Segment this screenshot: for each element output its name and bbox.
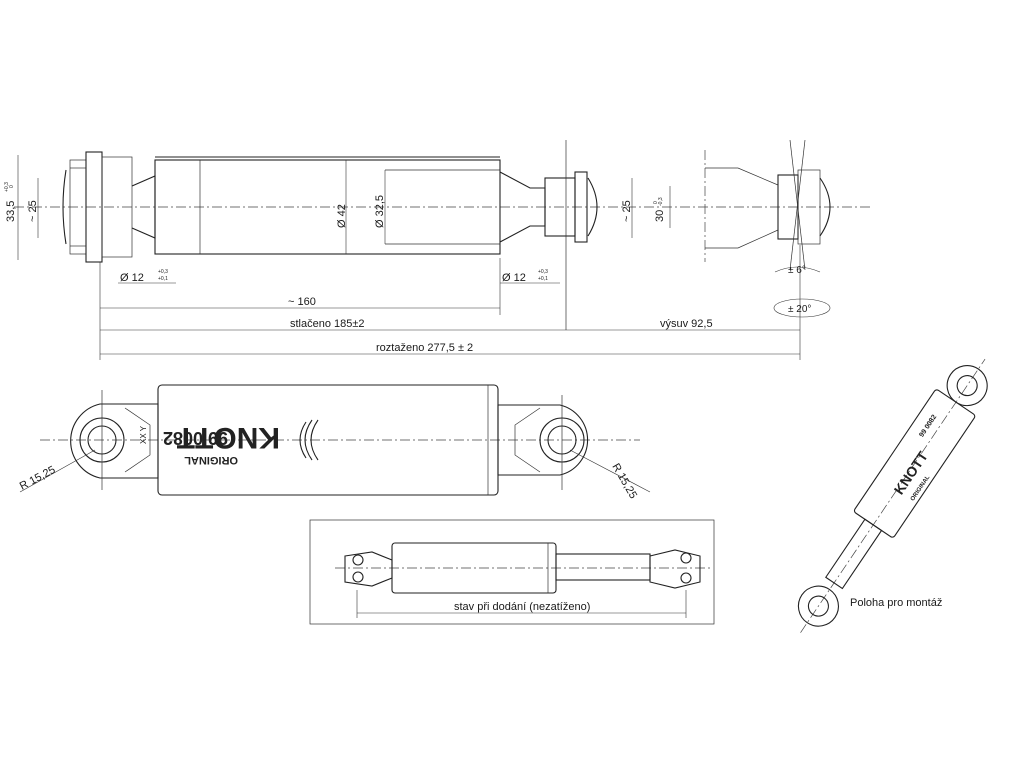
angle-small: ± 6° <box>788 265 806 276</box>
damper-body <box>154 159 501 255</box>
swivel-body <box>705 167 779 249</box>
right-ball-joint <box>587 177 598 237</box>
angle-large-arc <box>773 298 831 318</box>
delivery-right-eye <box>649 549 701 589</box>
left-ball-joint <box>62 169 67 245</box>
mounting-caption: Poloha pro montáž <box>850 597 942 609</box>
dim-bore-right-tol-upper: +0,3 <box>538 269 548 275</box>
mounting-part-number: 99 0082 <box>918 414 938 439</box>
radius-left: R 15,25 <box>18 464 58 493</box>
delivery-caption: stav při dodání (nezatíženo) <box>454 601 590 613</box>
dim-extended: roztaženo 277,5 ± 2 <box>376 342 473 354</box>
dim-bore-left-tol-lower: +0,1 <box>158 276 168 282</box>
dim-compressed: stlačeno 185±2 <box>290 318 365 330</box>
top-brand-name: KNOTT <box>177 421 280 454</box>
dim-left-height: 33,5 <box>5 201 17 222</box>
mounting-right-eye <box>946 365 988 407</box>
mounting-brand-name: KNOTT <box>891 448 931 497</box>
right-eye-flange <box>574 171 588 243</box>
dim-bore-left-tol-upper: +0,3 <box>158 269 168 275</box>
delivery-right-bore <box>680 552 692 564</box>
radius-right-leader <box>569 449 651 493</box>
dim-left-height-tol-upper: +0,3 <box>4 182 10 192</box>
left-eye-wedge <box>124 407 151 473</box>
delivery-left-bore-2 <box>352 571 364 583</box>
top-brand-subtitle: ORIGINAL <box>184 454 238 466</box>
mounting-right-bore <box>956 375 978 397</box>
dim-approx-length: ~ 160 <box>288 296 316 308</box>
top-part-number: 99 0082 <box>163 428 228 448</box>
dim-travel: výsuv 92,5 <box>660 318 713 330</box>
side-view: 33,5 +0,3 0 ~ 25 Ø 42 Ø 32,5 ~ 25 30 0 -… <box>4 139 870 360</box>
dim-bore-left: Ø 12 <box>120 272 144 284</box>
dim-right-inner: ~ 25 <box>621 200 633 222</box>
dim-left-inner: ~ 25 <box>27 200 39 222</box>
knott-logo-icon <box>299 419 319 461</box>
delivery-frame <box>309 519 715 625</box>
dim-bore-right-tol-lower: +0,1 <box>538 276 548 282</box>
top-view: XX Y R 15,25 R 15,25 KNOTT ORIGINAL 99 0… <box>18 384 651 501</box>
mounting-center-line <box>800 358 986 633</box>
dim-left-height-tol-lower: 0 <box>9 185 15 188</box>
delivery-view: stav při dodání (nezatíženo) <box>309 519 715 625</box>
delivery-right-bore-2 <box>680 572 692 584</box>
mounting-view: KNOTT ORIGINAL 99 0082 Poloha pro montáž <box>797 358 988 633</box>
delivery-rod <box>555 553 651 581</box>
left-eye-neck <box>101 156 133 258</box>
delivery-left-eye <box>344 551 393 587</box>
dim-body-diameter: Ø 42 <box>336 204 348 228</box>
angle-large: ± 20° <box>788 304 811 315</box>
dim-rod-diameter: Ø 32,5 <box>374 195 386 228</box>
dim-right-width-tol-upper: 0 <box>653 201 659 204</box>
mounting-left-bore <box>807 595 829 617</box>
left-eye-outline <box>70 403 159 479</box>
swivel-angle-line-2 <box>789 139 806 271</box>
top-brand-group: KNOTT ORIGINAL 99 0082 <box>163 421 280 466</box>
swivel-ball <box>819 177 831 237</box>
dim-bore-right: Ø 12 <box>502 272 526 284</box>
right-eye-outline <box>497 404 589 476</box>
mounting-left-eye <box>797 585 839 627</box>
dim-right-width: 30 <box>654 210 666 222</box>
dim-right-width-tol-lower: -0,3 <box>658 197 664 206</box>
delivery-left-bore <box>352 554 364 566</box>
radius-right: R 15,25 <box>609 462 639 501</box>
eye-marking: XX Y <box>139 425 148 444</box>
radius-left-leader <box>19 449 96 493</box>
angle-small-arc <box>774 266 821 273</box>
right-eye-wedge <box>514 407 541 473</box>
